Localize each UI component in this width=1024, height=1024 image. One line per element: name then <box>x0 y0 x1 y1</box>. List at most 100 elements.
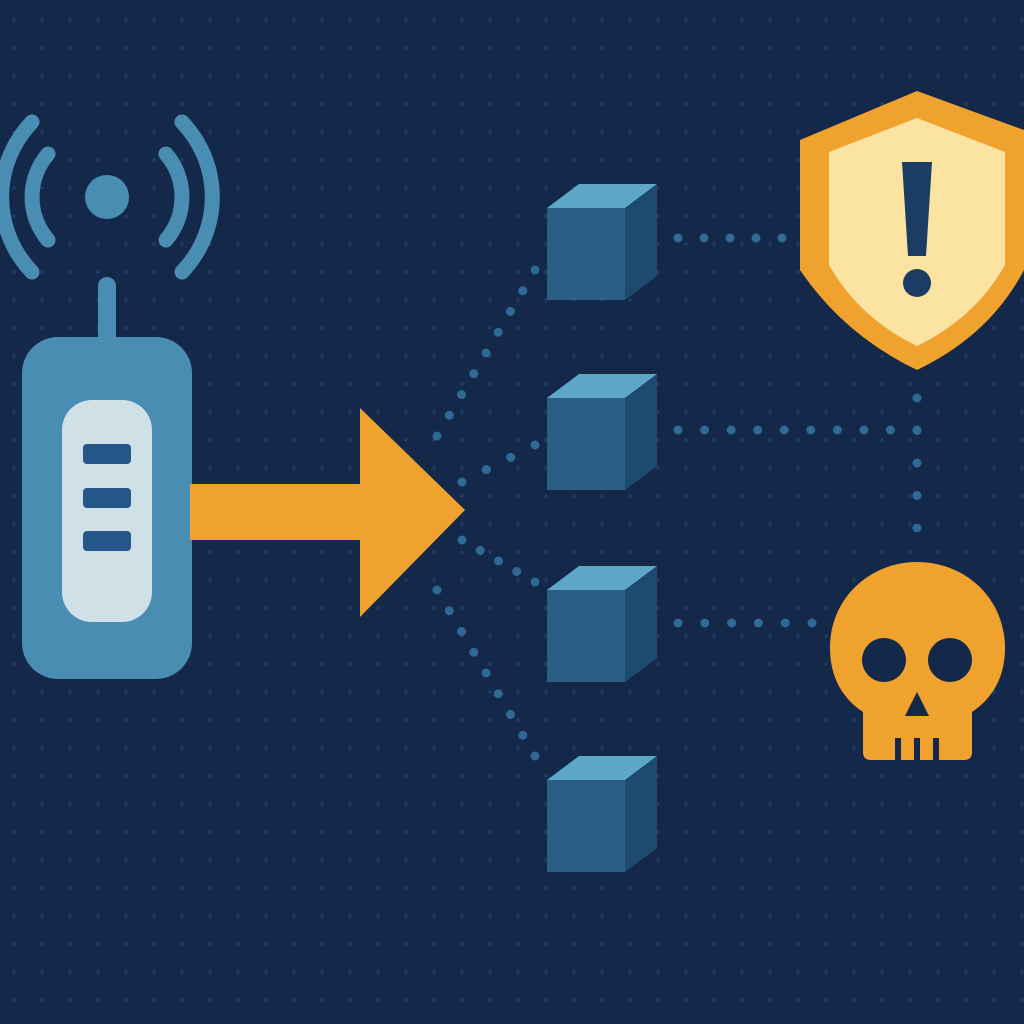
grid-dot <box>852 550 856 554</box>
grid-dot <box>656 578 660 582</box>
grid-dot <box>824 998 828 1002</box>
grid-dot <box>96 46 100 50</box>
grid-dot <box>208 998 212 1002</box>
grid-dot <box>852 774 856 778</box>
grid-dot <box>1020 718 1024 722</box>
grid-dot <box>432 130 436 134</box>
grid-dot <box>964 774 968 778</box>
grid-dot <box>656 998 660 1002</box>
grid-dot <box>768 270 772 274</box>
grid-dot <box>292 410 296 414</box>
grid-dot <box>180 690 184 694</box>
grid-dot <box>964 858 968 862</box>
grid-dot <box>432 242 436 246</box>
grid-dot <box>376 718 380 722</box>
grid-dot <box>852 494 856 498</box>
skull-tooth-gap <box>914 738 920 760</box>
grid-dot <box>460 494 464 498</box>
grid-dot <box>488 214 492 218</box>
grid-dot <box>768 214 772 218</box>
grid-dot <box>1020 298 1024 302</box>
grid-dot <box>68 718 72 722</box>
grid-dot <box>488 858 492 862</box>
grid-dot <box>292 914 296 918</box>
connector-dot <box>753 425 763 435</box>
grid-dot <box>544 186 548 190</box>
grid-dot <box>516 326 520 330</box>
grid-dot <box>460 102 464 106</box>
grid-dot <box>768 830 772 834</box>
grid-dot <box>712 102 716 106</box>
grid-dot <box>684 662 688 666</box>
grid-dot <box>656 690 660 694</box>
grid-dot <box>348 354 352 358</box>
grid-dot <box>292 186 296 190</box>
grid-dot <box>740 802 744 806</box>
grid-dot <box>12 830 16 834</box>
grid-dot <box>292 662 296 666</box>
connector-dot <box>432 585 442 595</box>
grid-dot <box>12 438 16 442</box>
grid-dot <box>12 774 16 778</box>
grid-dot <box>768 914 772 918</box>
grid-dot <box>880 522 884 526</box>
grid-dot <box>320 242 324 246</box>
grid-dot <box>852 438 856 442</box>
grid-dot <box>488 718 492 722</box>
grid-dot <box>1020 354 1024 358</box>
grid-dot <box>124 690 128 694</box>
grid-dot <box>12 634 16 638</box>
grid-dot <box>712 830 716 834</box>
grid-dot <box>348 858 352 862</box>
grid-dot <box>264 270 268 274</box>
grid-dot <box>796 578 800 582</box>
grid-dot <box>124 802 128 806</box>
grid-dot <box>628 746 632 750</box>
grid-dot <box>936 74 940 78</box>
grid-dot <box>404 214 408 218</box>
grid-dot <box>460 46 464 50</box>
cube-icon <box>547 184 657 300</box>
grid-dot <box>12 270 16 274</box>
connector-dot <box>481 465 491 475</box>
grid-dot <box>628 550 632 554</box>
grid-dot <box>12 326 16 330</box>
grid-dot <box>656 326 660 330</box>
grid-dot <box>208 102 212 106</box>
grid-dot <box>992 74 996 78</box>
grid-dot <box>544 634 548 638</box>
grid-dot <box>992 774 996 778</box>
grid-dot <box>852 46 856 50</box>
grid-dot <box>208 942 212 946</box>
skull-nose <box>905 692 929 716</box>
cube-front-face <box>547 398 625 490</box>
grid-dot <box>1020 690 1024 694</box>
grid-dot <box>516 802 520 806</box>
grid-dot <box>796 494 800 498</box>
grid-dot <box>40 74 44 78</box>
grid-dot <box>516 970 520 974</box>
connector-dot <box>859 425 869 435</box>
grid-dot <box>124 46 128 50</box>
grid-dot <box>236 578 240 582</box>
grid-dot <box>572 886 576 890</box>
grid-dot <box>992 746 996 750</box>
grid-dot <box>908 74 912 78</box>
grid-dot <box>12 718 16 722</box>
grid-dot <box>572 746 576 750</box>
grid-dot <box>236 662 240 666</box>
grid-dot <box>684 606 688 610</box>
grid-dot <box>460 522 464 526</box>
grid-dot <box>180 242 184 246</box>
grid-dot <box>12 354 16 358</box>
grid-dot <box>768 746 772 750</box>
grid-dot <box>68 914 72 918</box>
grid-dot <box>1020 410 1024 414</box>
grid-dot <box>908 830 912 834</box>
grid-dot <box>936 46 940 50</box>
grid-dot <box>460 158 464 162</box>
grid-dot <box>488 942 492 946</box>
grid-dot <box>572 550 576 554</box>
grid-dot <box>964 466 968 470</box>
grid-dot <box>460 382 464 386</box>
